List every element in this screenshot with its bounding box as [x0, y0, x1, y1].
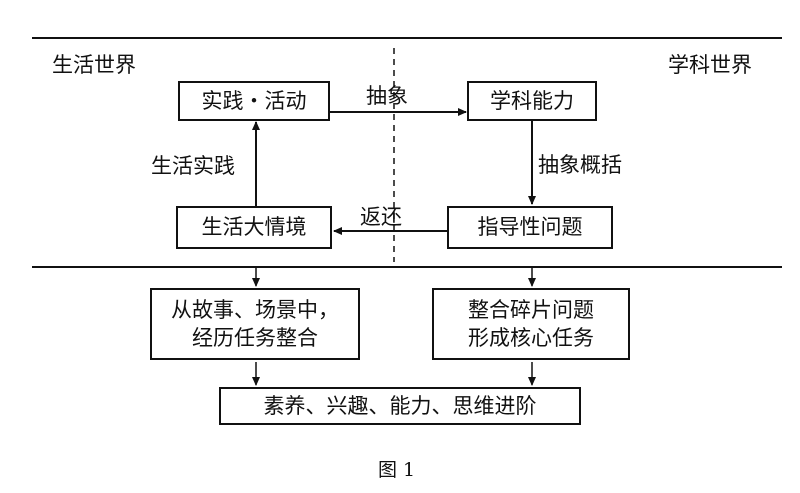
practice-activity-box: 实践・活动	[178, 81, 330, 121]
guiding-question-box: 指导性问题	[447, 206, 613, 249]
discipline-ability-box: 学科能力	[467, 81, 597, 121]
story-scene-box: 从故事、场景中， 经历任务整合	[150, 288, 360, 360]
discipline-world-title: 学科世界	[668, 53, 752, 77]
return-label: 返还	[360, 205, 402, 229]
story-scene-line1: 从故事、场景中，	[171, 297, 339, 322]
core-task-line2: 形成核心任务	[468, 326, 594, 350]
top-rule	[32, 37, 782, 39]
life-practice-label: 生活实践	[151, 154, 235, 178]
abstract-label: 抽象	[366, 84, 408, 108]
middle-rule	[32, 266, 782, 268]
core-task-box: 整合碎片问题 形成核心任务	[432, 288, 630, 360]
generalize-label: 抽象概括	[538, 153, 622, 177]
core-task-line1: 整合碎片问题	[468, 297, 594, 322]
life-world-title: 生活世界	[52, 53, 136, 77]
life-situation-box: 生活大情境	[176, 206, 332, 249]
figure-caption: 图 1	[378, 459, 416, 481]
story-scene-line2: 经历任务整合	[192, 326, 318, 350]
literacy-advancement-box: 素养、兴趣、能力、思维进阶	[219, 387, 581, 425]
